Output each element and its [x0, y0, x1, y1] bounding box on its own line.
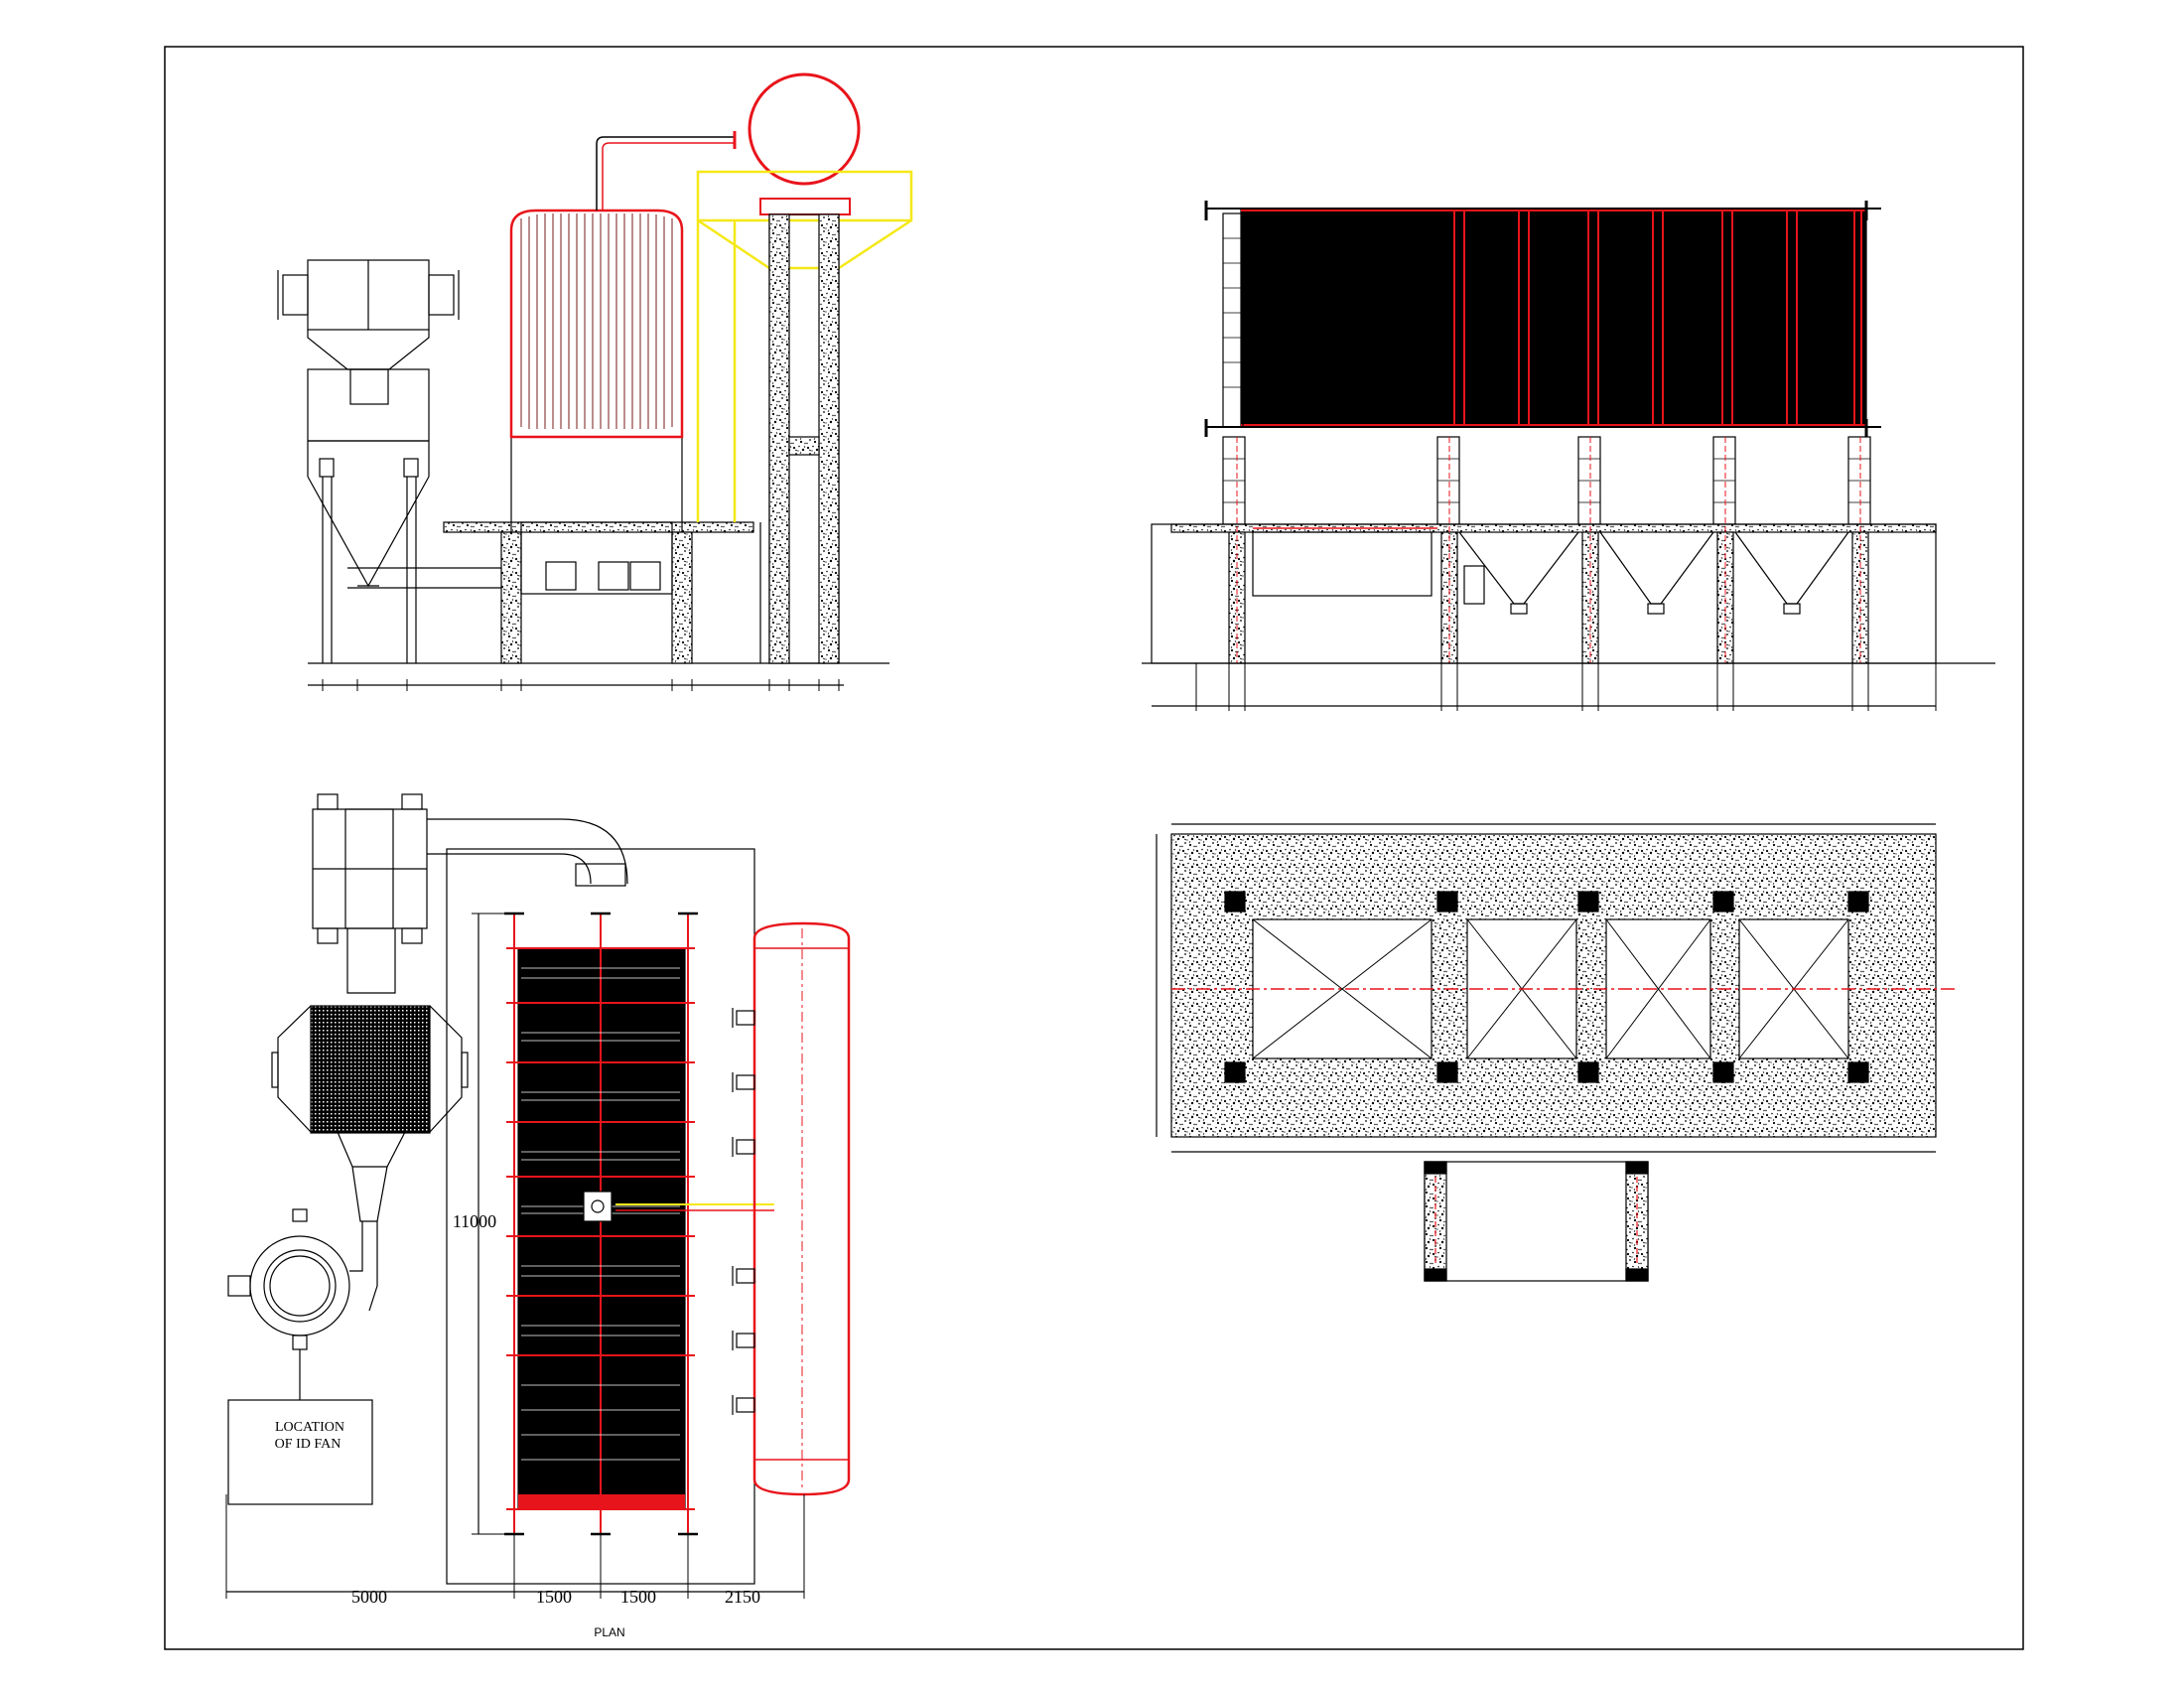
plan-caption: PLAN: [594, 1625, 624, 1639]
height-dimension-label: 11000: [453, 1211, 496, 1231]
dimension-label-3: 1500: [620, 1587, 656, 1607]
id-fan-label-line1: LOCATION: [275, 1420, 344, 1435]
sheet-border: [164, 46, 2024, 1650]
dimension-label-4: 2150: [725, 1587, 760, 1607]
plan-view: [225, 793, 851, 1599]
foundation-plan: [1156, 823, 1956, 1282]
side-elevation: [277, 72, 913, 691]
id-fan-label-line2: OF ID FAN: [275, 1437, 341, 1452]
front-elevation: [1142, 201, 1995, 711]
dimension-label-1: 5000: [351, 1587, 387, 1607]
dimension-label-2: 1500: [536, 1587, 572, 1607]
